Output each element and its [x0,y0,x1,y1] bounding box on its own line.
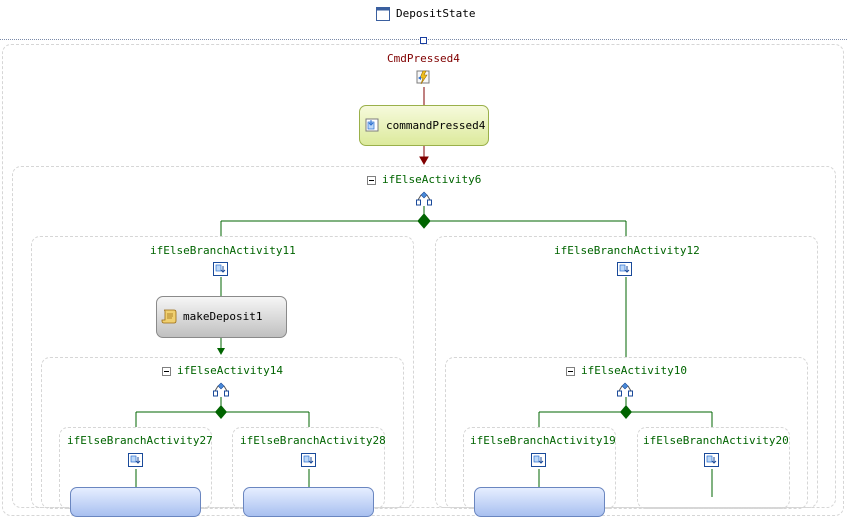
branch-19-label: ifElseBranchActivity19 [470,434,616,447]
collapse-icon[interactable] [162,366,171,376]
if-else-14-header[interactable]: ifElseActivity14 [162,364,283,377]
command-pressed-label: commandPressed4 [386,119,486,132]
state-icon [376,7,390,21]
event-driven-icon [416,70,430,85]
state-title: DepositState [396,7,476,20]
branch-icon [128,453,143,467]
command-pressed-activity[interactable]: commandPressed4 [359,105,489,146]
collapse-icon[interactable] [367,175,376,185]
if-else-6-label: ifElseActivity6 [382,173,482,186]
event-label: CmdPressed4 [387,52,460,65]
set-state-activity[interactable] [70,487,201,517]
make-deposit-label: makeDeposit1 [183,310,263,323]
if-else-icon [617,382,633,397]
handle-external-event-icon [365,118,379,132]
branch-icon [531,453,546,467]
if-else-6-header[interactable]: ifElseActivity6 [367,173,481,186]
set-state-activity[interactable] [243,487,374,517]
set-state-activity[interactable] [474,487,605,517]
branch-icon [213,262,228,276]
collapse-icon[interactable] [566,366,575,376]
if-else-10-header[interactable]: ifElseActivity10 [566,364,687,377]
branch-11-label: ifElseBranchActivity11 [150,244,296,257]
make-deposit-activity[interactable]: makeDeposit1 [156,296,287,338]
code-activity-icon [161,308,177,324]
if-else-14-label: ifElseActivity14 [177,364,283,377]
branch-icon [617,262,632,276]
if-else-10-label: ifElseActivity10 [581,364,687,377]
branch-12-label: ifElseBranchActivity12 [554,244,700,257]
if-else-icon [416,191,432,206]
branch-icon [301,453,316,467]
connection-handle[interactable] [420,37,427,44]
branch-28-label: ifElseBranchActivity28 [240,434,386,447]
branch-27-label: ifElseBranchActivity27 [67,434,213,447]
if-else-icon [213,382,229,397]
workflow-connectors [135,87,713,497]
branch-20-label: ifElseBranchActivity20 [643,434,789,447]
branch-icon [704,453,719,467]
